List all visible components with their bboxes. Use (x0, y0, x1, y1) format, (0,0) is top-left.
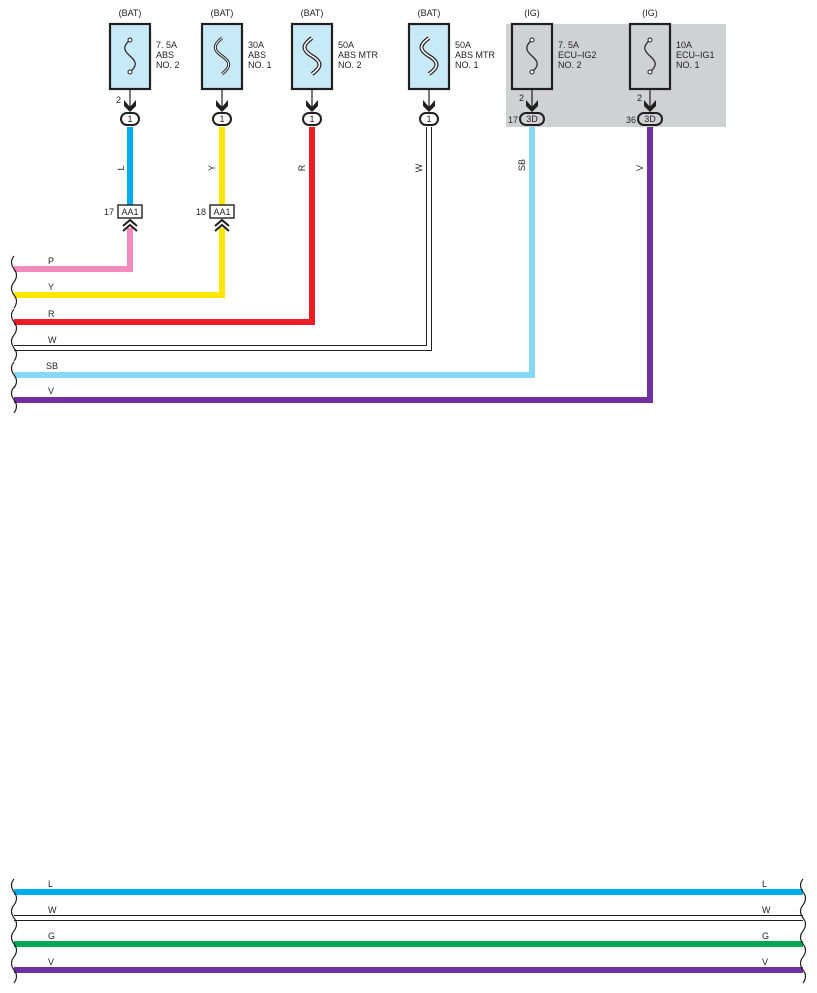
vwire-label-l: L (116, 165, 126, 170)
fuse-symbol-icon (644, 39, 656, 73)
connector-label: 1 (309, 114, 314, 124)
vwire-label-v: V (635, 165, 645, 171)
fuse-name1: ABS (248, 50, 266, 60)
fuse-rating: 10A (676, 40, 692, 50)
fuse-name1: ABS MTR (338, 50, 379, 60)
fuse-rating: 7. 5A (156, 40, 177, 50)
vwire-label-sb: SB (517, 159, 527, 171)
right-break-marks-lower (799, 878, 807, 984)
fuse-pin: 2 (637, 93, 642, 103)
fuse-symbol-icon (526, 39, 538, 73)
wire-p (14, 228, 133, 272)
wire-v (14, 127, 653, 403)
connector-label: 1 (219, 114, 224, 124)
fuse-source: (BAT) (301, 8, 324, 18)
fuse-abs-mtr-no1: (BAT) 50A ABS MTR NO. 1 1 (407, 8, 496, 126)
vwire-label-y: Y (207, 165, 217, 171)
fuse-ecu-ig2-no2: (IG) 7. 5A ECU–IG2 NO. 2 2 3D 17 (508, 8, 597, 126)
hwire-label-p: P (48, 256, 54, 266)
bottom-label-left-l: L (48, 879, 53, 889)
chevron-up-icon (214, 218, 230, 232)
fuse-abs-no2: (BAT) 7. 5A ABS NO. 2 2 1 (108, 8, 180, 126)
fuse-name2: NO. 1 (248, 60, 272, 70)
bottom-label-left-w: W (48, 905, 57, 915)
arrow-down-icon (124, 100, 136, 112)
hwire-label-v: V (48, 386, 54, 396)
fuse-name1: ABS (156, 50, 174, 60)
bottom-label-right-l: L (762, 879, 767, 889)
fuse-pin: 2 (519, 93, 524, 103)
wire-r (14, 127, 315, 325)
arrow-down-icon (423, 100, 435, 112)
fuse-ecu-ig1-no1: (IG) 10A ECU–IG1 NO. 1 2 3D 36 (626, 8, 715, 126)
hwire-label-y: Y (48, 282, 54, 292)
fuse-rating: 50A (338, 40, 354, 50)
left-break-marks-upper (10, 255, 18, 414)
arrow-down-icon (644, 100, 656, 112)
fuse-name1: ECU–IG1 (676, 50, 715, 60)
fuse-abs-no1: (BAT) 30A ABS NO. 1 1 (200, 8, 272, 126)
arrow-down-icon (526, 100, 538, 112)
bottom-label-left-g: G (48, 931, 55, 941)
fuse-source: (IG) (524, 8, 540, 18)
fuse-rating: 50A (455, 40, 471, 50)
fuse-source: (BAT) (211, 8, 234, 18)
bottom-label-left-v: V (48, 957, 54, 967)
fuse-name2: NO. 1 (676, 60, 700, 70)
connector-aa1-18: 18 AA1 (196, 204, 235, 232)
connector-label: 1 (426, 114, 431, 124)
bottom-label-right-v: V (762, 957, 768, 967)
chevron-up-icon (122, 218, 138, 232)
fuse-symbol-icon (124, 39, 136, 73)
vwire-label-w: W (414, 163, 424, 172)
fuse-name2: NO. 1 (455, 60, 479, 70)
bottom-label-right-g: G (762, 931, 769, 941)
wire-sb (14, 127, 535, 378)
fuse-name2: NO. 2 (338, 60, 362, 70)
fuse-name2: NO. 2 (558, 60, 582, 70)
arrow-down-icon (216, 100, 228, 112)
fuse-source: (IG) (642, 8, 658, 18)
connector-label: 3D (526, 114, 538, 124)
connector-pin: 18 (196, 207, 206, 217)
fuse-name1: ECU–IG2 (558, 50, 597, 60)
fuse-rating: 7. 5A (558, 40, 579, 50)
fuse-source: (BAT) (119, 8, 142, 18)
wire-w (14, 127, 431, 350)
fuse-abs-mtr-no2: (BAT) 50A ABS MTR NO. 2 1 (290, 8, 379, 126)
fuse-source: (BAT) (418, 8, 441, 18)
connector-pin: 17 (104, 207, 114, 217)
fuse-name1: ABS MTR (455, 50, 496, 60)
left-break-marks-lower (10, 878, 18, 984)
connector-label: 3D (644, 114, 656, 124)
fuse-rating: 30A (248, 40, 264, 50)
fuse-pin: 2 (116, 95, 121, 105)
fuse-name2: NO. 2 (156, 60, 180, 70)
arrow-down-icon (306, 100, 318, 112)
hwire-label-w: W (48, 335, 57, 345)
connector-pin: 36 (626, 115, 636, 125)
connector-aa1-17: 17 AA1 (104, 204, 143, 232)
connector-pin: 17 (508, 115, 518, 125)
connector-label: AA1 (213, 207, 230, 217)
hwire-label-sb: SB (46, 361, 58, 371)
connector-label: AA1 (121, 207, 138, 217)
vwire-label-r: R (297, 164, 307, 171)
connector-label: 1 (127, 114, 132, 124)
wire-y (14, 228, 225, 298)
bottom-label-right-w: W (762, 905, 771, 915)
hwire-label-r: R (48, 309, 55, 319)
